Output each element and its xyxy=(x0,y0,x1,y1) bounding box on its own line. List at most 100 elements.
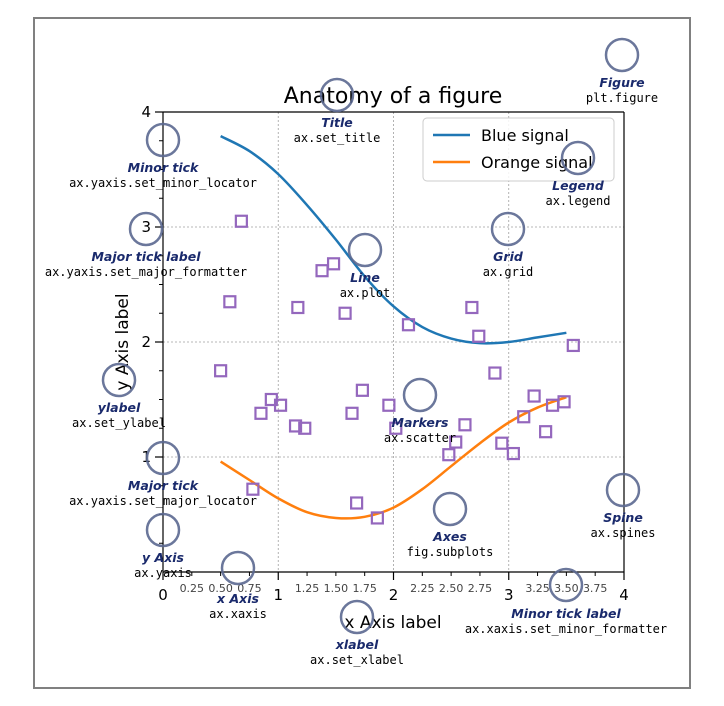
scatter-marker xyxy=(273,398,288,412)
xlabel-annotation-circle xyxy=(339,599,375,635)
scatter-marker xyxy=(291,300,305,315)
spine-annotation-code: ax.spines xyxy=(590,526,655,540)
y-major-tick-label: 4 xyxy=(141,103,151,121)
x-minor-tick-label: 0.75 xyxy=(237,582,262,595)
scatter-marker xyxy=(288,419,303,433)
major-tick-annotation-code: ax.yaxis.set_major_locator xyxy=(69,494,257,508)
x-minor-tick-label: 2.50 xyxy=(439,582,464,595)
major-tick-annotation-title: Major tick xyxy=(128,478,199,493)
axes-annotation-circle xyxy=(432,491,468,527)
y-major-tick-label: 2 xyxy=(141,333,151,351)
chart-title: Anatomy of a figure xyxy=(284,84,503,109)
line-annotation-circle xyxy=(347,232,383,268)
major-tick-annotation-circle xyxy=(145,440,181,476)
x-major-tick-label: 2 xyxy=(389,586,399,604)
scatter-marker xyxy=(442,448,456,462)
x-minor-tick-label: 1.50 xyxy=(324,582,349,595)
scatter-marker xyxy=(214,364,228,378)
grid-annotation-code: ax.grid xyxy=(483,265,534,279)
scatter-marker xyxy=(458,418,472,432)
scatter-marker xyxy=(370,511,384,525)
y-axis-annotation-circle xyxy=(145,512,181,548)
y-axis-annotation-title: y Axis xyxy=(142,550,184,565)
title-annotation-circle xyxy=(319,77,355,113)
scatter-marker xyxy=(315,264,329,278)
x-minor-tick-label: 0.25 xyxy=(180,582,205,595)
line-annotation-title: Line xyxy=(350,270,380,285)
scatter-marker xyxy=(539,425,553,439)
legend-blue-label: Blue signal xyxy=(481,126,569,145)
x-minor-tick-label: 1.75 xyxy=(352,582,377,595)
scatter-marker xyxy=(566,338,580,353)
scatter-marker xyxy=(527,389,541,403)
x-minor-tick-label: 3.75 xyxy=(583,582,608,595)
figure-annotation-code: plt.figure xyxy=(586,91,658,105)
scatter-marker xyxy=(338,306,352,320)
x-major-tick-label: 3 xyxy=(504,586,514,604)
scatter-marker xyxy=(223,295,237,309)
x-axis-annotation-title: x Axis xyxy=(216,591,259,606)
scatter-marker xyxy=(246,482,260,496)
scatter-marker xyxy=(488,366,502,380)
major-tick-label-annotation-circle xyxy=(128,211,164,247)
scatter-marker xyxy=(506,446,520,461)
scatter-marker xyxy=(254,406,268,420)
minor-tick-annotation-title: Minor tick xyxy=(128,160,199,175)
minor-tick-annotation-code: ax.yaxis.set_minor_locator xyxy=(69,176,257,190)
markers-layer xyxy=(214,214,580,525)
scatter-marker xyxy=(382,398,396,412)
markers-annotation-code: ax.scatter xyxy=(384,431,456,445)
x-axis-annotation-circle xyxy=(220,550,256,586)
legend-annotation-title: Legend xyxy=(552,178,605,193)
title-annotation-code: ax.set_title xyxy=(294,131,381,145)
blue-signal-line xyxy=(220,135,567,345)
legend-orange-label: Orange signal xyxy=(481,153,593,172)
scatter-marker xyxy=(389,421,403,435)
figure-annotation-title: Figure xyxy=(599,75,644,90)
grid-annotation-title: Grid xyxy=(493,249,524,264)
markers-annotation-circle xyxy=(402,377,438,413)
xlabel-annotation-title: xlabel xyxy=(335,637,379,652)
legend-box xyxy=(422,117,615,182)
x-minor-tick-label: 2.75 xyxy=(468,582,493,595)
scatter-marker xyxy=(345,406,359,420)
x-major-tick-label: 1 xyxy=(273,586,283,604)
minor-tick-label-annotation-circle xyxy=(548,567,584,603)
markers-annotation-title: Markers xyxy=(392,415,449,430)
x-axis-annotation-code: ax.xaxis xyxy=(209,607,267,621)
minor-tick-label-annotation-code: ax.xaxis.set_minor_formatter xyxy=(465,622,667,636)
x-minor-tick-label: 3.25 xyxy=(525,582,550,595)
scatter-marker xyxy=(465,300,479,315)
x-minor-tick-label: 1.25 xyxy=(295,582,320,595)
y-major-tick-label: 3 xyxy=(141,218,151,236)
y-axis-annotation-code: ax.yaxis xyxy=(134,566,192,580)
legend-annotation-code: ax.legend xyxy=(545,194,610,208)
ylabel-annotation-title: ylabel xyxy=(98,400,141,415)
scatter-marker xyxy=(557,395,571,409)
axes-annotation-code: fig.subplots xyxy=(407,545,494,559)
scatter-marker xyxy=(326,257,341,271)
minor-tick-label-annotation-title: Minor tick label xyxy=(511,606,621,621)
scatter-marker xyxy=(449,435,463,449)
series-layer xyxy=(219,135,567,520)
xlabel-annotation-code: ax.set_xlabel xyxy=(310,653,404,667)
legend: Blue signal Orange signal xyxy=(422,117,615,182)
axes-annotation-title: Axes xyxy=(432,529,467,544)
title-annotation-title: Title xyxy=(321,115,353,130)
scatter-marker xyxy=(495,436,509,450)
x-minor-tick-label: 0.50 xyxy=(208,582,233,595)
spine-annotation-circle xyxy=(605,472,641,508)
scatter-marker xyxy=(355,383,369,397)
major-tick-label-annotation-title: Major tick label xyxy=(91,249,201,264)
legend-annotation-circle xyxy=(560,140,596,176)
scatter-marker xyxy=(517,410,531,424)
line-annotation-code: ax.plot xyxy=(340,286,391,300)
scatter-marker xyxy=(298,421,312,435)
x-major-tick-label: 0 xyxy=(158,586,168,604)
major-tick-label-annotation-code: ax.yaxis.set_major_formatter xyxy=(45,265,247,279)
grid-annotation-circle xyxy=(490,211,526,247)
x-minor-tick-label: 2.25 xyxy=(410,582,435,595)
